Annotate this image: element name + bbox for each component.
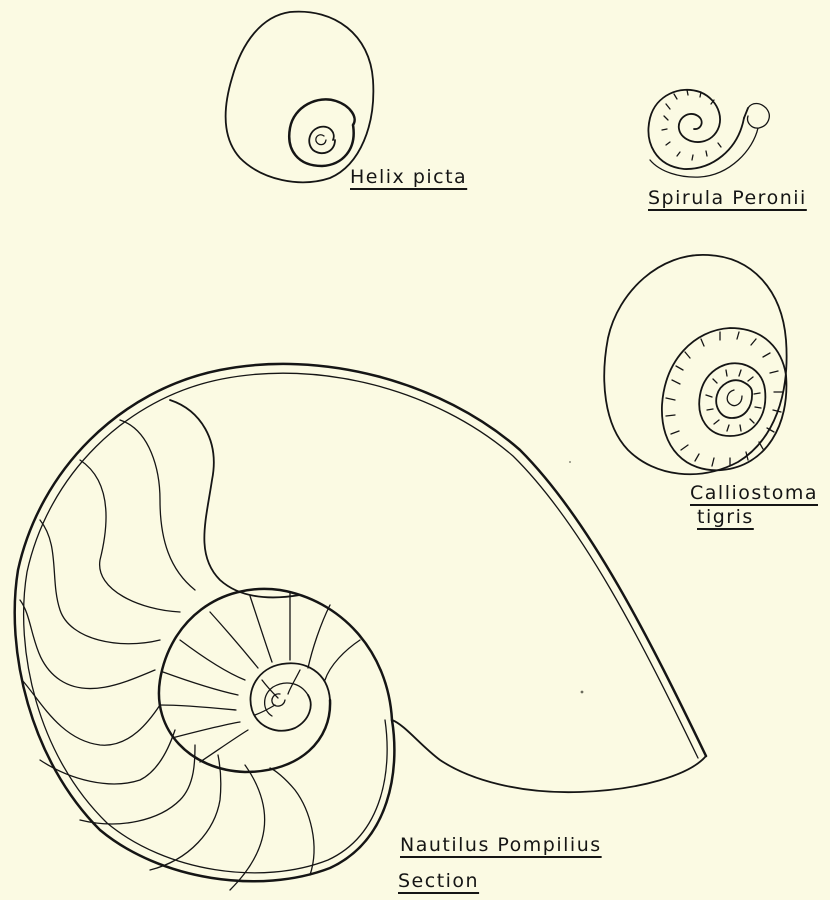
nautilus-label-line2: Section [398, 872, 479, 891]
nautilus-label-line1: Nautilus Pompilius [400, 836, 602, 855]
calliostoma-tigris-shell [604, 255, 786, 474]
spirula-peronii-label: Spirula Peronii [648, 189, 807, 208]
helix-picta-shell [226, 12, 374, 183]
ink-speck [581, 691, 584, 694]
calliostoma-label-line2: tigris [697, 508, 754, 527]
helix-picta-label: Helix picta [350, 168, 467, 187]
spirula-peronii-shell [648, 90, 769, 177]
ink-speck [569, 461, 571, 463]
calliostoma-label-line1: Calliostoma [690, 484, 818, 503]
nautilus-section-shell [15, 364, 706, 890]
